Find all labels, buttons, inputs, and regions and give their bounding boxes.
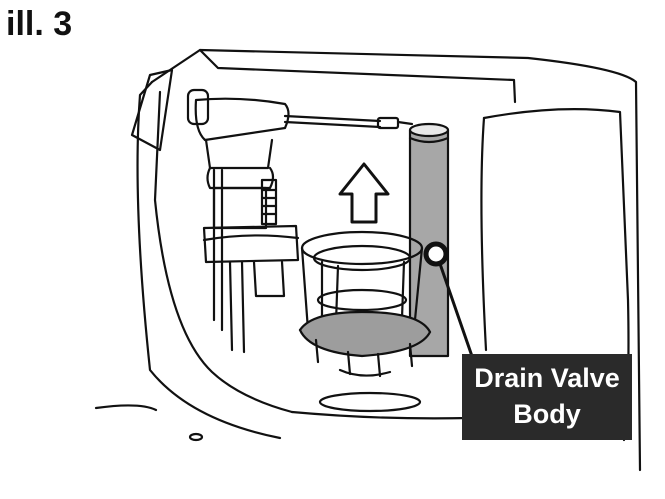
fill-valve	[186, 88, 300, 354]
mount-hole	[188, 432, 204, 442]
figure-title: ill. 3	[6, 5, 73, 43]
tank-inner-left	[153, 90, 294, 414]
drain-valve-tube	[408, 128, 450, 358]
drain-valve-base	[298, 310, 432, 358]
callout-label: Drain Valve Body	[462, 354, 632, 440]
tank-base-line	[94, 404, 158, 412]
tank-rim-left	[136, 80, 282, 440]
tank-back-lip	[198, 48, 517, 104]
up-arrow-icon	[338, 162, 390, 224]
float-rod-lower	[283, 120, 382, 129]
drain-opening	[318, 391, 422, 413]
callout-marker-icon	[423, 241, 449, 267]
callout-leader	[436, 256, 476, 364]
drain-valve-tube-top	[408, 122, 450, 138]
tank-right-front	[480, 116, 488, 352]
tank-floor-edge	[290, 410, 472, 420]
rod-clip	[376, 116, 400, 130]
callout-line-1: Drain Valve	[474, 363, 620, 393]
cut-panel	[130, 68, 174, 152]
float-rod	[283, 114, 382, 123]
callout-line-2: Body	[513, 399, 581, 429]
drain-valve-assembly	[298, 230, 432, 378]
tank-outline	[150, 48, 642, 472]
